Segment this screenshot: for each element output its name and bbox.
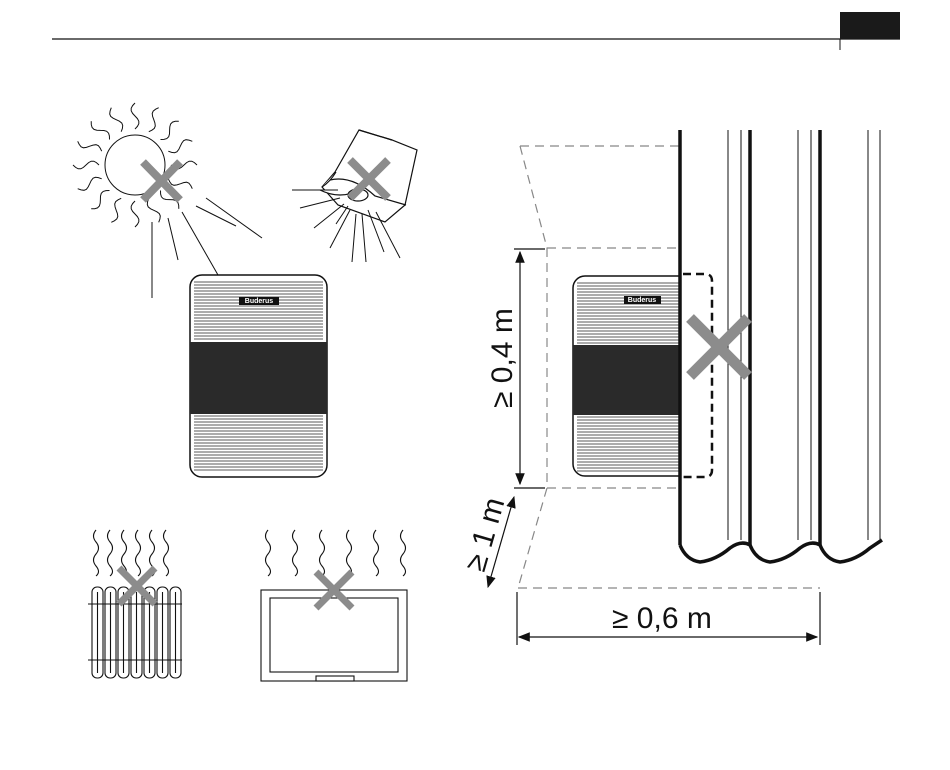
device-brand: Buderus xyxy=(245,298,274,305)
header-tab xyxy=(840,12,900,39)
heater-icon xyxy=(261,530,407,681)
device-brand-2: Buderus xyxy=(628,297,657,304)
sun-icon xyxy=(73,103,262,298)
height-clearance-label: ≥ 0,4 m xyxy=(486,308,519,408)
width-clearance-label: ≥ 0,6 m xyxy=(612,602,712,635)
device-unit: Buderus xyxy=(190,275,327,477)
radiator-icon xyxy=(88,530,182,678)
device-display-band xyxy=(190,342,327,414)
